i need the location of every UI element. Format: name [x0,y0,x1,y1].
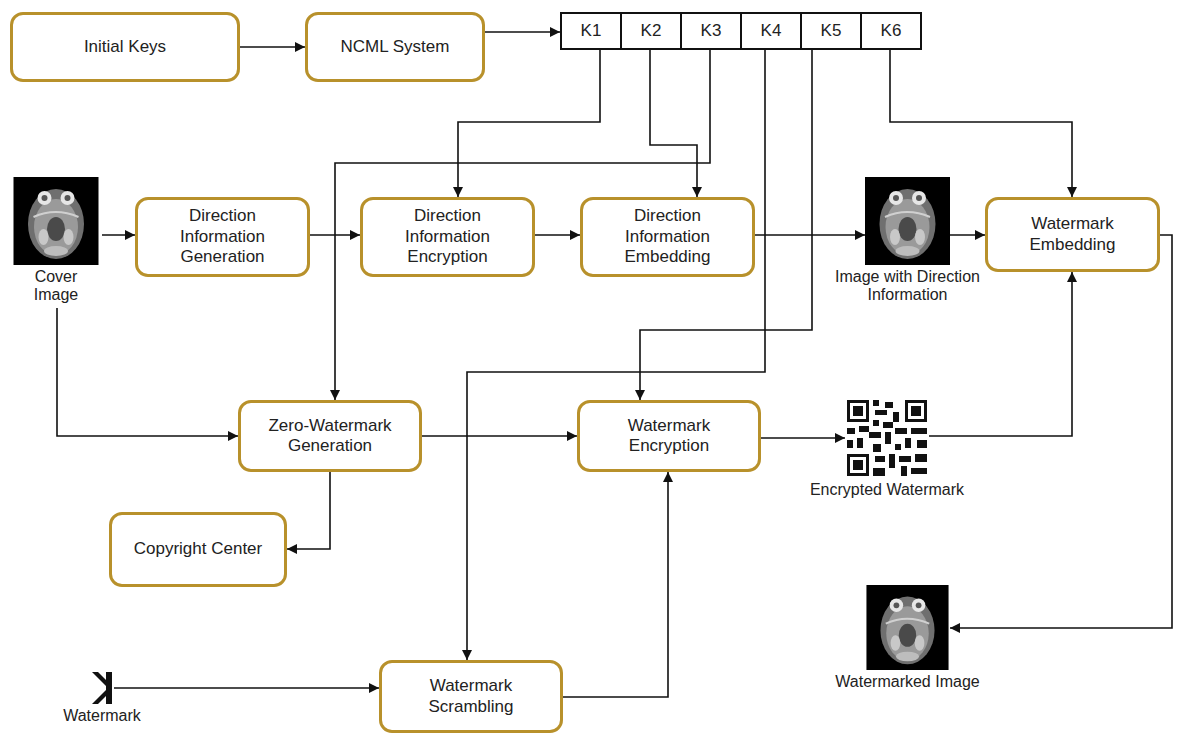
key-label: K1 [581,21,602,41]
process-box: Watermark Encryption [577,400,761,472]
connector-arrow [114,687,379,689]
box-label: Watermark Scrambling [392,676,550,717]
connector-arrow [755,234,865,236]
process-box: Initial Keys [10,12,240,82]
connector-arrow [57,308,238,436]
connector-arrow [287,472,330,549]
box-label: Direction Information Encryption [373,206,522,267]
mri-image [865,177,950,265]
connector-arrow [563,472,668,697]
process-box: Direction Information Embedding [580,197,755,277]
key-cell: K1 [560,12,622,50]
connector-arrow [240,46,305,48]
key-label: K3 [701,21,722,41]
image-caption: Watermarked Image [828,673,988,691]
process-box: Watermark Scrambling [379,660,563,733]
key-label: K2 [641,21,662,41]
connector-arrow [102,234,135,236]
box-label: NCML System [341,37,450,57]
process-box: NCML System [305,12,485,82]
key-cell: K4 [740,12,802,50]
connector-arrow [535,234,580,236]
box-label: Zero-Watermark Generation [251,416,409,457]
box-label: Copyright Center [134,539,263,559]
process-box: Watermark Embedding [985,197,1160,272]
image-node: Watermarked Image [865,585,950,670]
process-box: Direction Information Encryption [360,197,535,277]
process-box: Copyright Center [109,512,287,587]
key-cell: K2 [620,12,682,50]
process-box: Zero-Watermark Generation [238,400,422,472]
mri-image [866,585,948,670]
image-node: Image with Direction Information [865,177,950,265]
box-label: Watermark Embedding [998,214,1147,255]
image-caption: Cover Image [26,268,86,304]
key-cell: K5 [800,12,862,50]
connector-arrow [650,50,697,197]
process-box: Direction Information Generation [135,197,310,277]
box-label: Direction Information Embedding [593,206,742,267]
watermark-glyph [92,690,106,704]
key-cell: K3 [680,12,742,50]
box-label: Initial Keys [84,37,166,57]
key-label: K6 [881,21,902,41]
connector-arrow [761,437,845,439]
image-caption: Encrypted Watermark [801,481,973,499]
connector-arrow [890,50,1072,197]
connector-arrow [485,31,560,33]
key-label: K5 [821,21,842,41]
connector-arrow [422,435,577,437]
box-label: Direction Information Generation [148,206,297,267]
connector-arrow [467,50,765,660]
image-caption: Watermark [57,707,147,725]
key-cell: K6 [860,12,922,50]
mri-image [14,177,99,265]
watermark-glyph [92,672,106,686]
image-node: Cover Image [10,177,102,265]
image-node: Watermark [90,672,114,704]
watermark-glyph [106,672,112,704]
connector-arrow [950,234,985,236]
box-label: Watermark Encryption [590,416,748,457]
image-node: Encrypted Watermark [845,398,929,478]
qr-code [845,398,929,478]
key-label: K4 [761,21,782,41]
image-caption: Image with Direction Information [828,268,988,304]
